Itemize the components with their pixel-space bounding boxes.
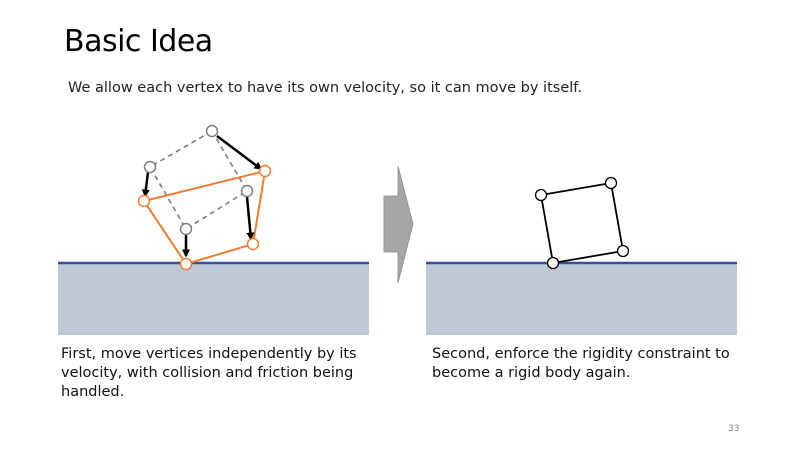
- caption-left: First, move vertices independently by it…: [61, 346, 357, 400]
- moved-vertex: [137, 194, 151, 208]
- original-vertex: [240, 184, 254, 198]
- rigid-vertex: [534, 188, 548, 202]
- page-number: 33: [728, 424, 740, 434]
- moved-vertex: [246, 237, 260, 251]
- original-vertex: [179, 222, 193, 236]
- original-vertex: [143, 160, 157, 174]
- slide-subtitle: We allow each vertex to have its own vel…: [68, 80, 582, 96]
- right-panel: [426, 176, 737, 335]
- original-vertex: [205, 124, 219, 138]
- velocity-arrow: [141, 171, 150, 198]
- right-arrow-icon: [383, 165, 414, 284]
- moved-vertex: [179, 257, 193, 271]
- ground-left: [58, 263, 369, 335]
- moved-vertex: [258, 164, 272, 178]
- slide-title: Basic Idea: [64, 24, 213, 59]
- rigid-vertex: [546, 256, 560, 270]
- caption-right: Second, enforce the rigidity constraint …: [432, 346, 730, 381]
- velocity-arrow: [216, 135, 263, 170]
- rigid-body-shape: [539, 181, 625, 265]
- left-panel: [58, 124, 369, 335]
- ground-right: [426, 263, 737, 335]
- rigid-vertex: [616, 244, 630, 258]
- velocity-arrow: [245, 196, 255, 241]
- original-shape: [148, 129, 249, 231]
- rigid-vertex: [604, 176, 618, 190]
